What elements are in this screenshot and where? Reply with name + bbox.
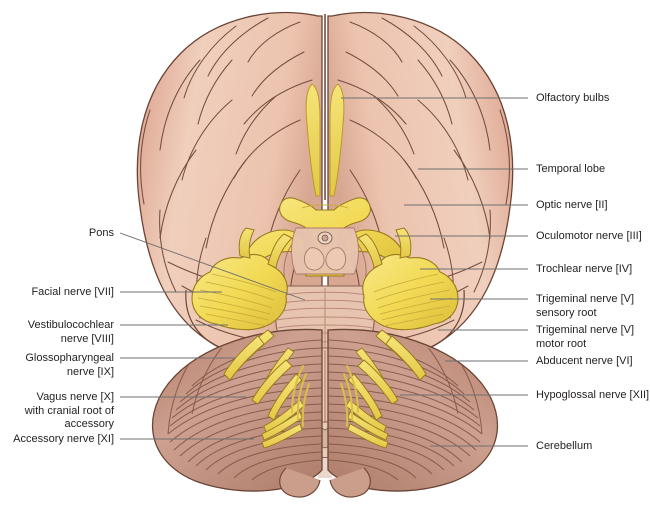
cranial-nerves-right [340, 227, 459, 449]
label-vagus-nerve: Vagus nerve [X] with cranial root of acc… [24, 391, 114, 430]
label-trochlear-nerve: Trochlear nerve [IV] [536, 263, 633, 275]
mammillary-body-left [303, 247, 325, 271]
olfactory-apparatus [305, 83, 345, 197]
trigeminal-right-striations [373, 273, 453, 327]
label-olfactory-bulbs: Olfactory bulbs [536, 92, 610, 104]
cerebellar-tonsil-right [329, 467, 371, 498]
trigeminal-motor-root-left [238, 227, 255, 259]
label-oculomotor-nerve: Oculomotor nerve [III] [536, 230, 642, 242]
accessory-nerve-rootlets-left [261, 399, 305, 449]
trigeminal-sensory-root-left [267, 233, 293, 269]
vestibulocochlear-nerve-left [223, 335, 265, 381]
cerebellar-tonsil-left [279, 467, 321, 498]
mammillary-body-right [325, 247, 347, 271]
pituitary-stalk-center [321, 234, 329, 242]
hypoglossal-rootlets-right [340, 365, 359, 427]
accessory-nerve-rootlets-right [345, 399, 389, 449]
label-pons: Pons [88, 227, 114, 239]
optic-chiasm-shading [301, 204, 349, 209]
label-hypoglossal-nerve: Hypoglossal nerve [XII] [536, 389, 650, 401]
midbrain-region [283, 227, 367, 285]
label-trigeminal-motor: Trigeminal nerve [V] motor root [536, 324, 635, 350]
cranial-nerves-left [191, 227, 310, 449]
label-glossopharyngeal: Glossopharyngeal nerve [IX] [25, 352, 114, 378]
leader-lines [119, 97, 528, 447]
vestibulocochlear-nerve-right [385, 335, 427, 381]
glossopharyngeal-nerve-right [357, 359, 399, 405]
label-cerebellum: Cerebellum [536, 440, 593, 452]
olfactory-bulb-right [329, 83, 345, 197]
label-optic-nerve: Optic nerve [II] [536, 199, 608, 211]
leader-pons [119, 232, 306, 301]
trigeminal-sensory-root-right [357, 233, 383, 269]
hypoglossal-rootlets-left [291, 365, 310, 427]
label-facial-nerve: Facial nerve [VII] [31, 286, 114, 298]
trigeminal-motor-root-right [395, 227, 412, 259]
glossopharyngeal-nerve-left [251, 359, 293, 405]
label-abducent-nerve: Abducent nerve [VI] [536, 355, 633, 367]
label-temporal-lobe: Temporal lobe [536, 163, 606, 175]
label-trigeminal-sensory: Trigeminal nerve [V] sensory root [536, 293, 635, 319]
olfactory-bulb-left [305, 83, 321, 197]
label-accessory-nerve: Accessory nerve [XI] [13, 433, 114, 445]
trigeminal-left-striations [197, 273, 277, 327]
label-vestibulocochlear: Vestibulocochlear nerve [VIII] [27, 319, 114, 345]
